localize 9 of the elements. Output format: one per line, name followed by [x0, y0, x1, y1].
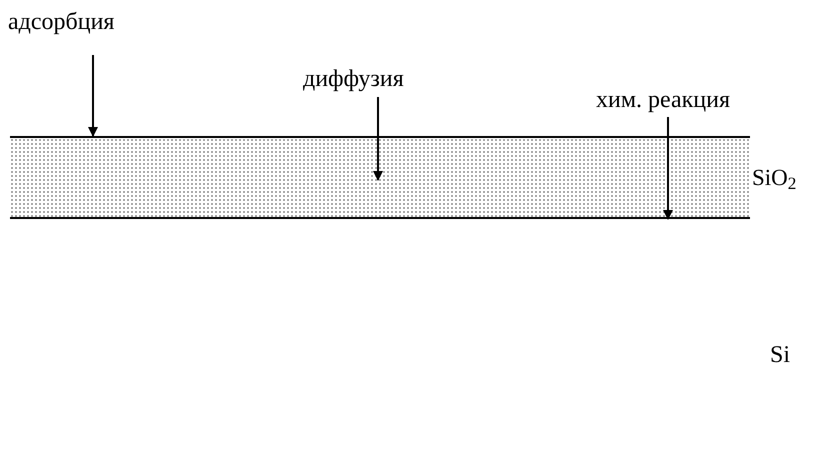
- process-label: хим. реакция: [596, 84, 730, 116]
- oxide-layer: [10, 136, 750, 219]
- arrow: [373, 97, 383, 181]
- arrow: [88, 55, 98, 137]
- layer-label: SiO$_{2}$: [752, 164, 796, 193]
- substrate-label: Si: [770, 341, 790, 370]
- process-label: диффузия: [303, 63, 404, 95]
- process-label: адсорбция: [8, 6, 114, 38]
- arrow: [663, 117, 673, 220]
